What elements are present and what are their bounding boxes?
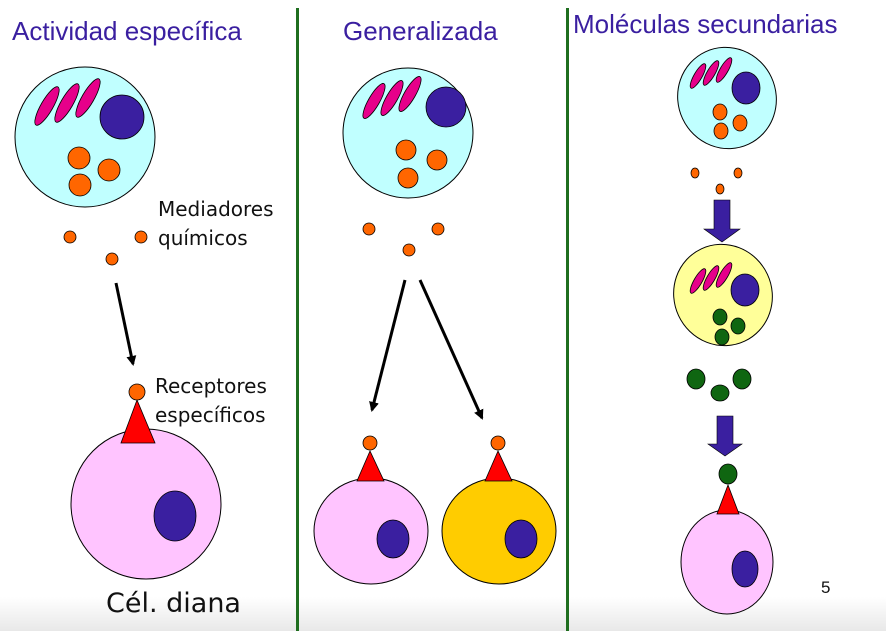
target-cell-specific: [70, 383, 222, 580]
released-mediators: [63, 230, 148, 266]
stored-mediators: [67, 146, 121, 197]
target-cell-secondary: [680, 463, 774, 615]
released-mediators: [690, 167, 743, 195]
label-target-cell: Cél. diana: [106, 588, 241, 619]
secondary-molecules: [686, 368, 752, 402]
nucleus: [153, 490, 197, 542]
granules: [34, 78, 101, 126]
label-mediators-line1: Mediadores: [158, 197, 274, 221]
secreting-cell-secondary: [677, 46, 777, 150]
receptor: [120, 398, 156, 444]
label-mediators: Mediadores químicos: [158, 195, 274, 253]
arrow-to-target-2: [418, 279, 484, 420]
nucleus: [99, 94, 145, 140]
panel-title-generalized: Generalizada: [343, 16, 498, 46]
intermediate-cell: [673, 243, 773, 347]
secreting-cell-specific: [14, 66, 156, 208]
label-receptors-line2: específicos: [155, 403, 266, 427]
panel-title-specific: Actividad específica: [12, 16, 242, 46]
arrow-to-target: [114, 282, 137, 366]
panel-divider-2: [566, 8, 569, 631]
released-mediators: [362, 222, 445, 257]
target-cell-pink: [313, 435, 429, 585]
secreting-cell-generalized: [342, 67, 474, 199]
block-arrow-down-2: [707, 415, 743, 457]
bound-mediator: [128, 383, 146, 401]
target-cell-gold: [441, 435, 557, 585]
label-receptors-line1: Receptores: [155, 374, 267, 398]
label-receptors: Receptores específicos: [155, 372, 267, 430]
panel-divider-1: [296, 8, 299, 631]
block-arrow-down-1: [703, 199, 741, 243]
page-number: 5: [821, 578, 831, 597]
panel-title-secondary: Moléculas secundarias: [573, 9, 838, 39]
arrow-to-target-1: [369, 279, 407, 412]
label-mediators-line2: químicos: [158, 226, 248, 250]
